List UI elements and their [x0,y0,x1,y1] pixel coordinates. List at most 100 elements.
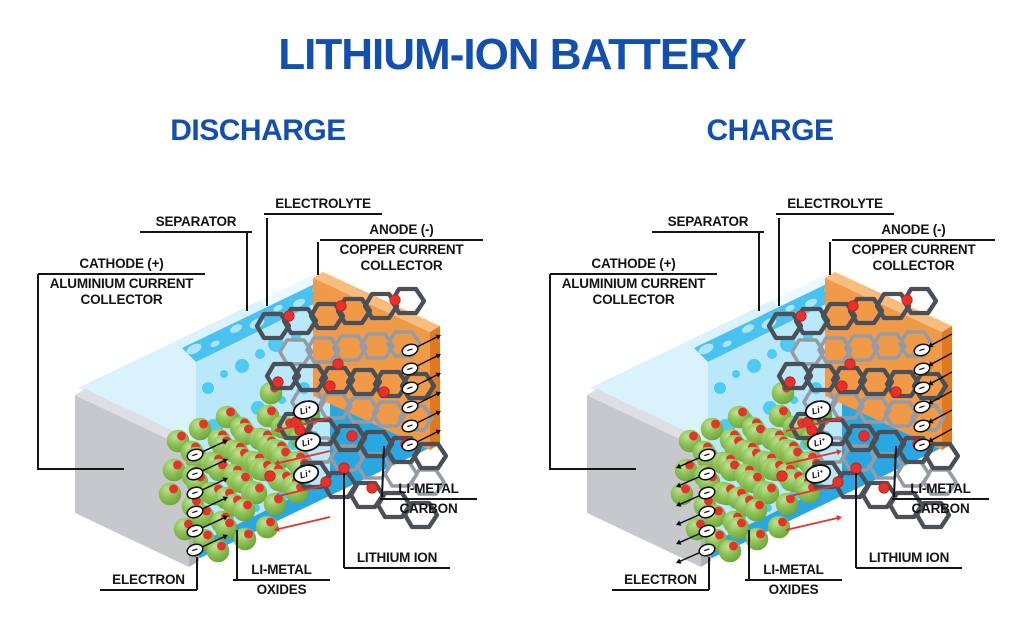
electron-icon: − [913,419,931,433]
lithium-ion-dots [264,294,412,494]
svg-text:−: − [917,382,927,395]
svg-text:−: − [405,439,415,452]
oxides-rule [233,579,330,582]
separator-text: SEPARATOR [667,214,749,229]
svg-text:−: − [917,363,927,376]
electrolyte-text: ELECTROLYTE [275,196,371,211]
electron-icon: − [401,419,419,433]
label-separator: SEPARATOR [652,214,764,234]
electron-icon: − [186,448,204,462]
cathode-text: CATHODE (+) [79,256,164,271]
svg-text:−: − [405,363,415,376]
anode-text: ANODE (-) [369,222,434,237]
lithium-ion-text: LITHIUM ION [356,550,438,565]
panel-charge: CHARGE − − − − − − − − − − − − Li⁺ Li⁺ Li⁺ SEPARATOR E… [520,110,1020,634]
lithium-ion-text: LITHIUM ION [868,550,950,565]
lithium-ion-badge: Li⁺ [804,464,832,484]
svg-text:−: − [702,544,712,557]
electron-icon: − [401,400,419,414]
svg-text:Li⁺: Li⁺ [812,435,827,448]
panel-heading-discharge: DISCHARGE [170,114,346,147]
svg-text:−: − [917,401,927,414]
oxides-text-1: LI-METAL [763,562,824,577]
electron-icon: − [913,343,931,357]
electron-icon: − [698,543,716,557]
label-cathode: CATHODE (+) ALUMINIUM CURRENT COLLECTOR [550,256,717,307]
svg-text:−: − [190,525,200,538]
lithium-ion-rule [856,567,962,570]
label-electron: ELECTRON [612,572,709,592]
carbon-text-1: LI-METAL [398,481,459,496]
label-li-metal-oxides: LI-METAL OXIDES [233,562,330,598]
battery-illustration-discharge: − − − − − − − − − − − − Li⁺Li⁺Li⁺ [37,218,449,590]
electrolyte-rule [776,213,894,216]
graphite-lattice-row [254,286,427,341]
electron-flow: − − − − − − − − − − − − [186,334,441,557]
label-electron: ELECTRON [100,572,197,592]
electron-icon: − [698,524,716,538]
cathode-rule [38,273,205,276]
svg-text:−: − [917,344,927,357]
copper-collector-text-2: COLLECTOR [872,257,955,273]
svg-text:−: − [190,449,200,462]
electron-icon: − [186,486,204,500]
electron-icon: − [698,505,716,519]
carbon-rule [892,498,989,501]
electron-icon: − [401,381,419,395]
cathode-text: CATHODE (+) [591,256,676,271]
label-li-metal-carbon: LI-METAL CARBON [892,481,989,517]
carbon-text-2: CARBON [911,501,970,517]
electron-icon: − [186,505,204,519]
electrolyte-text: ELECTROLYTE [787,196,883,211]
svg-text:Li⁺: Li⁺ [298,403,313,416]
electron-icon: − [186,543,204,557]
oxides-rule [745,579,842,582]
lithium-ion-rule [344,567,450,570]
electron-icon: − [698,448,716,462]
label-separator: SEPARATOR [140,214,252,234]
aluminium-collector-text-1: ALUMINIUM CURRENT [49,276,194,292]
label-electrolyte: ELECTROLYTE [776,196,894,216]
copper-collector-text-1: COPPER CURRENT [339,242,464,258]
anode-text: ANODE (-) [881,222,946,237]
svg-text:−: − [702,487,712,500]
svg-text:Li⁺: Li⁺ [810,403,825,416]
label-li-metal-carbon: LI-METAL CARBON [380,481,477,517]
svg-text:−: − [405,401,415,414]
svg-text:−: − [190,506,200,519]
electrolyte-rule [264,213,382,216]
svg-text:−: − [405,382,415,395]
aluminium-collector-text-1: ALUMINIUM CURRENT [561,276,706,292]
oxides-text-1: LI-METAL [251,562,312,577]
electron-icon: − [913,438,931,452]
svg-text:−: − [405,344,415,357]
separator-rule [140,231,252,234]
panel-heading-charge: CHARGE [706,114,834,147]
svg-text:−: − [190,468,200,481]
anode-rule [320,239,483,242]
lithium-ion-badge: Li⁺ [806,432,834,452]
electron-icon: − [401,362,419,376]
label-lithium-ion: LITHIUM ION [344,550,450,570]
lithium-ion-flow: Li⁺Li⁺Li⁺ [274,400,331,532]
electron-text: ELECTRON [624,572,697,587]
diagram-title: LITHIUM-ION BATTERY [278,30,746,79]
oxides-text-2: OXIDES [256,582,307,598]
lithium-ion-badge: Li⁺ [804,400,832,420]
svg-text:−: − [702,449,712,462]
svg-text:−: − [190,544,200,557]
separator-rule [652,231,764,234]
electron-icon: − [913,400,931,414]
svg-text:−: − [702,468,712,481]
svg-text:−: − [917,420,927,433]
electron-rule [612,589,709,592]
carbon-rule [380,498,477,501]
electron-icon: − [913,362,931,376]
lithium-ion-badge: Li⁺ [292,400,320,420]
svg-text:−: − [190,487,200,500]
label-cathode: CATHODE (+) ALUMINIUM CURRENT COLLECTOR [38,256,205,307]
graphite-lattice-row [806,460,952,530]
aluminium-collector-text-2: COLLECTOR [592,291,675,307]
electron-icon: − [698,486,716,500]
electron-text: ELECTRON [112,572,185,587]
